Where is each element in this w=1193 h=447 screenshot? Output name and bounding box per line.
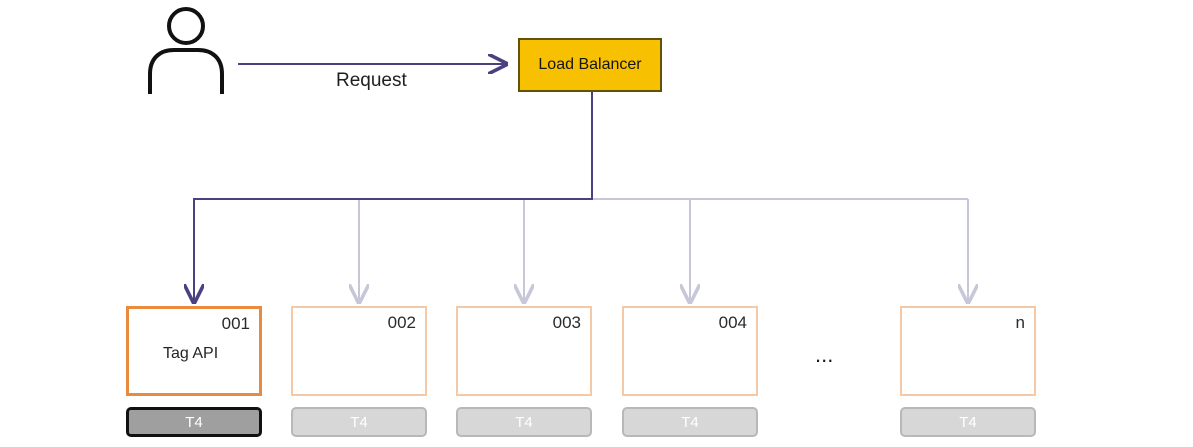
- active-route-line: [194, 92, 593, 302]
- server-id-003: 003: [552, 313, 581, 332]
- server-002: 002: [291, 306, 427, 396]
- gpu-badge-n: T4: [900, 407, 1036, 437]
- server-label-001: Tag API: [163, 345, 219, 362]
- load-balancer-box: Load Balancer: [518, 38, 662, 92]
- gpu-badge-004: T4: [622, 407, 758, 437]
- server-id-n: n: [1015, 313, 1025, 332]
- server-id-004: 004: [718, 313, 747, 332]
- server-003: 003: [456, 306, 592, 396]
- server-001: 001 Tag API: [126, 306, 262, 396]
- gpu-badge-002: T4: [291, 407, 427, 437]
- server-004: 004: [622, 306, 758, 396]
- ellipsis: ...: [815, 342, 834, 367]
- gpu-badge-001: T4: [126, 407, 262, 437]
- server-id-002: 002: [387, 313, 416, 332]
- server-n: n: [900, 306, 1036, 396]
- load-balancer-label: Load Balancer: [538, 56, 642, 73]
- user-icon: [148, 7, 224, 94]
- request-label: Request: [336, 70, 407, 91]
- server-id-001: 001: [221, 314, 250, 333]
- gpu-badge-003: T4: [456, 407, 592, 437]
